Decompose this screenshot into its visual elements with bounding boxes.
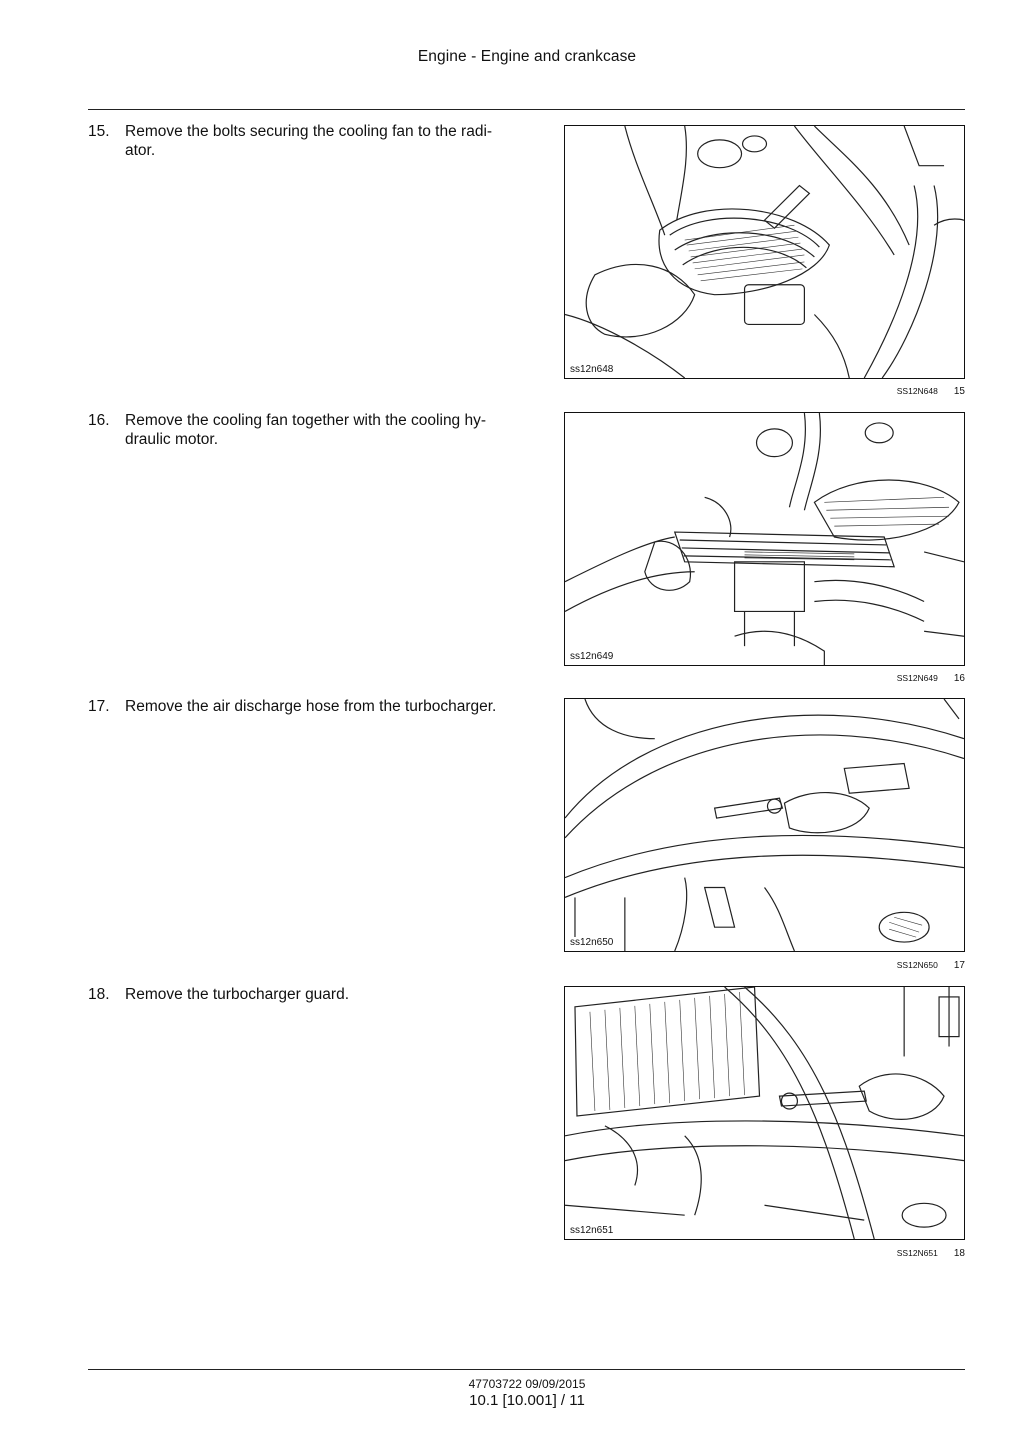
footer-page-ref: 10.1 [10.001] / 11 <box>469 1392 585 1409</box>
figure-caption-17: SS12N650 17 <box>564 960 965 971</box>
figure-caption-15: SS12N648 15 <box>564 386 965 397</box>
caption-number: 18 <box>953 1248 965 1259</box>
step-16: 16. Remove the cooling fan together with… <box>88 411 538 449</box>
caption-code: SS12N651 <box>896 1248 938 1258</box>
figure-code: ss12n649 <box>569 651 617 662</box>
step-18: 18. Remove the turbocharger guard. <box>88 985 538 1004</box>
footer-divider <box>88 1369 965 1370</box>
figure-air-discharge-hose: ss12n650 <box>564 698 965 952</box>
page-header-title: Engine - Engine and crankcase <box>417 48 637 65</box>
step-text: Remove the air discharge hose from the t… <box>125 698 497 715</box>
figure-code: ss12n648 <box>569 364 617 375</box>
step-15: 15. Remove the bolts securing the coolin… <box>88 122 538 160</box>
caption-number: 17 <box>953 960 965 971</box>
step-number: 18. <box>88 986 110 1003</box>
figure-code: ss12n650 <box>569 937 617 948</box>
illustration-turbo-guard <box>565 987 964 1239</box>
figure-caption-16: SS12N649 16 <box>564 673 965 684</box>
figure-cooling-fan-bolts: ss12n648 <box>564 125 965 379</box>
step-text: Remove the bolts securing the cooling fa… <box>125 123 493 159</box>
caption-code: SS12N649 <box>896 673 938 683</box>
step-17: 17. Remove the air discharge hose from t… <box>88 697 538 716</box>
caption-code: SS12N648 <box>896 386 938 396</box>
caption-number: 15 <box>953 386 965 397</box>
header-divider <box>88 109 965 110</box>
step-text: Remove the cooling fan together with the… <box>125 412 487 448</box>
illustration-fan-removal <box>565 413 964 665</box>
step-number: 15. <box>88 123 110 140</box>
illustration-fan-bolts <box>565 126 964 378</box>
caption-code: SS12N650 <box>896 960 938 970</box>
figure-caption-18: SS12N651 18 <box>564 1248 965 1259</box>
footer-doc-ref: 47703722 09/09/2015 <box>468 1377 586 1391</box>
figure-turbocharger-guard: ss12n651 <box>564 986 965 1240</box>
caption-number: 16 <box>953 673 965 684</box>
step-number: 16. <box>88 412 110 429</box>
step-number: 17. <box>88 698 110 715</box>
illustration-discharge-hose <box>565 699 964 951</box>
figure-code: ss12n651 <box>569 1225 617 1236</box>
figure-cooling-fan-removal: ss12n649 <box>564 412 965 666</box>
step-text: Remove the turbocharger guard. <box>125 986 350 1003</box>
